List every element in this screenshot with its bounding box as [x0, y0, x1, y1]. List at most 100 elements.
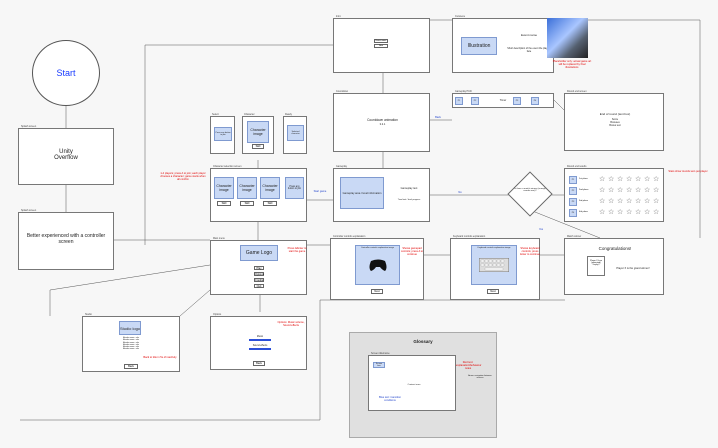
gameplay-screen: Gameplay Gameplay area / level informati… — [333, 165, 430, 222]
controller-controls-label: Controller controls explanation — [333, 235, 366, 238]
round-star-icon: ☆ — [644, 187, 651, 194]
leaderboard-place-label: 3rd place — [579, 200, 588, 202]
round-star-icon: ☆ — [644, 209, 651, 216]
countdown-title: Countdown animation — [367, 118, 398, 122]
small-selected-slot: Selected character — [287, 125, 304, 141]
char-select-label: Character selection screen — [213, 165, 242, 168]
glossary-blue: Blue text: transition conditions — [378, 396, 402, 402]
decision-text: Is there a match winner (enough rounds w… — [514, 188, 546, 192]
slider-sfx-label: Sound effects — [252, 344, 268, 347]
controller-splash-label: Splash screen — [21, 209, 37, 212]
music-slider[interactable] — [249, 339, 271, 341]
keyboard-icon — [479, 258, 509, 272]
countdown-value: 3.2.1 — [379, 123, 386, 126]
hud-p1: P1 — [455, 97, 463, 105]
winner-icon: Player X Icon (animated) Trophy? — [587, 256, 605, 276]
controller-controls-screen: Controller controls explanation Controll… — [330, 235, 424, 300]
hud-timer: Timer — [499, 99, 507, 102]
round-star-icon: ☆ — [626, 209, 633, 216]
character-image-2[interactable]: Character image — [237, 177, 257, 199]
unity-splash-text: Unity Overflow — [54, 149, 78, 161]
victory-label: Match winner — [567, 235, 582, 238]
round-end-line-1: Score — [611, 118, 619, 121]
options-note: Options: Music volume, Sound effects — [277, 321, 305, 327]
start-node: Start — [32, 40, 100, 106]
studio-note: Back to title in 5s of inactivity — [143, 356, 177, 359]
intro-event-button[interactable]: Event name — [374, 39, 388, 43]
glossary-panel: Glossary Screen title/name Screen box Co… — [349, 332, 497, 438]
gameplay-label: Gameplay — [336, 165, 347, 168]
credits-button[interactable]: Credits — [254, 278, 264, 282]
illustration-box: Illustration — [461, 37, 497, 55]
countdown-label: Countdown — [336, 90, 349, 93]
character-image-3[interactable]: Character image — [260, 177, 280, 199]
controller-image-box: Controller controls explanation image — [355, 245, 400, 285]
round-star-icon: ☆ — [608, 198, 615, 205]
options-back-button[interactable]: Back — [253, 361, 265, 366]
sfx-slider[interactable] — [249, 348, 271, 350]
keyboard-controls-screen: Keyboard controls explanation Keyboard c… — [450, 235, 540, 300]
glossary-arrow: Arrow: navigation between screens — [468, 375, 492, 379]
controller-next-button[interactable]: Next — [371, 289, 383, 294]
small-select-3-label: Ready — [285, 113, 292, 116]
edge-start: Start game — [313, 190, 327, 193]
round-star-icon: ☆ — [635, 187, 642, 194]
glossary-screen-label: Screen title/name — [371, 352, 390, 355]
round-star-icon: ☆ — [617, 209, 624, 216]
glossary-box: Screen box — [373, 362, 385, 368]
title-screen-label: Main menu — [213, 237, 225, 240]
skill-button-2[interactable]: Skill — [240, 201, 254, 206]
studio-back-button[interactable]: Back — [124, 364, 138, 369]
victory-title: Congratulations! — [598, 246, 632, 251]
leaderboard-place-label: 4th place — [579, 211, 588, 213]
round-star-icon: ☆ — [653, 187, 660, 194]
glossary-text: Content area — [407, 384, 421, 386]
small-skill-button[interactable]: Skill — [252, 144, 264, 149]
round-star-icon: ☆ — [626, 176, 633, 183]
studio-label: Studio — [85, 313, 92, 316]
keyboard-next-button[interactable]: Next — [487, 289, 499, 294]
small-select-2: Character Character image Skill — [242, 113, 274, 154]
small-select-1-label: Select — [212, 113, 219, 116]
character-image-1[interactable]: Character image — [214, 177, 234, 199]
play-button[interactable]: Play — [254, 266, 264, 270]
hud-p2: P2 — [471, 97, 479, 105]
hud-label: Gameplay HUD — [455, 90, 472, 93]
gameplay-area: Gameplay area / level information — [340, 177, 384, 209]
keyboard-header: Keyboard controls explanation image — [477, 247, 511, 249]
round-star-icon: ☆ — [617, 187, 624, 194]
skill-button-3[interactable]: Skill — [263, 201, 277, 206]
unity-splash-label: Splash screen — [21, 125, 37, 128]
gamepad-icon — [369, 259, 386, 271]
glossary-title: Glossary — [413, 339, 433, 344]
round-star-icon: ☆ — [608, 209, 615, 216]
intro-label: Intro — [336, 15, 341, 18]
intro-skip-button[interactable]: Next — [374, 44, 388, 48]
leaderboard-place-label: 1st place — [579, 178, 588, 180]
skill-button-1[interactable]: Skill — [217, 201, 231, 206]
controller-splash-text: Better experienced with a controller scr… — [26, 233, 106, 245]
studio-credits: Member name - role Member name - role Me… — [122, 337, 140, 351]
glossary-red: Red text: explanation/behaviour notes — [456, 361, 482, 370]
options-screen: Options Music Sound effects Back Options… — [210, 313, 307, 370]
round-star-icon: ☆ — [635, 176, 642, 183]
small-join-slot: Press any button to join — [214, 127, 232, 141]
options-label: Options — [213, 313, 222, 316]
round-end-line-2: Bonuses — [610, 121, 620, 124]
game-logo: Game Logo — [240, 245, 278, 261]
title-screen: Main menu Game Logo Play Options Credits… — [210, 237, 307, 295]
round-star-icon: ☆ — [617, 176, 624, 183]
round-star-icon: ☆ — [653, 176, 660, 183]
leaderboard-player-tag: P3 — [569, 198, 577, 206]
quit-button[interactable]: Quit — [254, 284, 264, 288]
leaderboard-label: Round end results — [567, 165, 587, 168]
small-select-2-label: Character — [244, 113, 255, 116]
title-screen-note: Press A/Enter to start the game — [287, 247, 307, 253]
options-button[interactable]: Options — [254, 272, 264, 276]
edge-no: No — [458, 191, 462, 194]
keyboard-image-box: Keyboard controls explanation image — [471, 245, 517, 285]
artwork-note: Placeholder only: actual game art will b… — [552, 60, 592, 69]
